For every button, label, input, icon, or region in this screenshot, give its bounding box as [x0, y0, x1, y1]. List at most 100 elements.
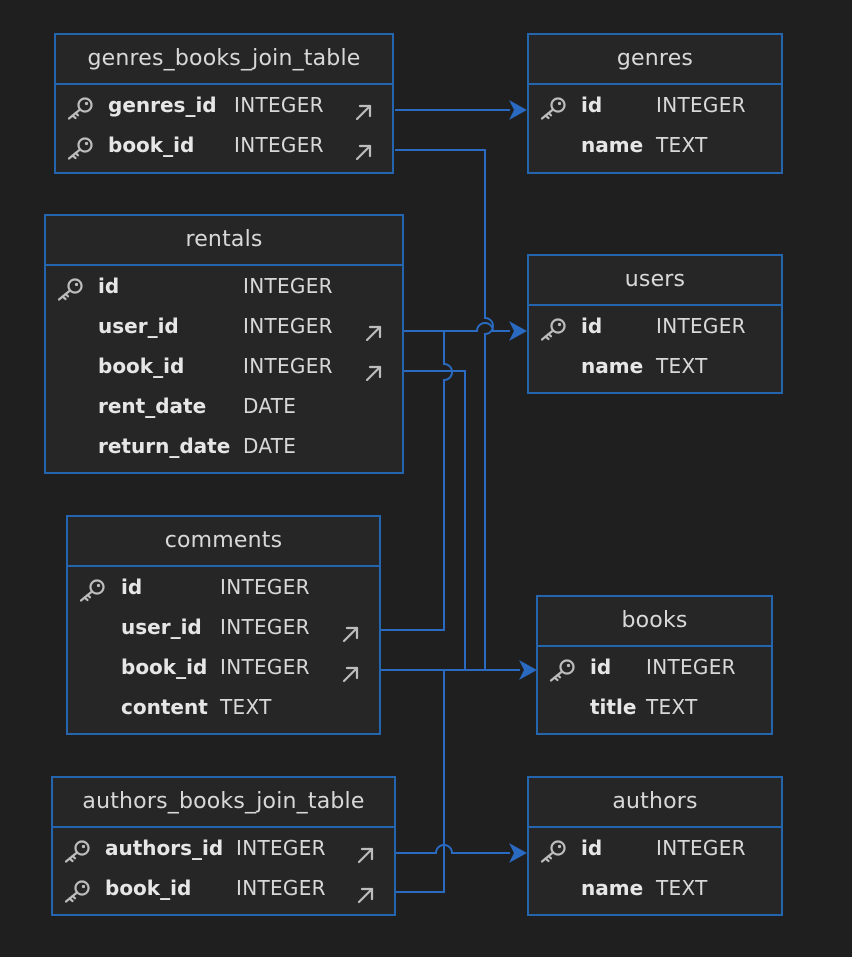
- column-row[interactable]: book_id INTEGER: [53, 868, 394, 908]
- key-icon: [62, 837, 92, 863]
- column-type: INTEGER: [656, 314, 746, 338]
- column-name: id: [121, 575, 143, 599]
- column-row[interactable]: id INTEGER: [46, 266, 402, 306]
- table-books[interactable]: books id INTEGER title TEXT: [536, 595, 773, 735]
- column-row[interactable]: id INTEGER: [529, 828, 781, 868]
- column-type: INTEGER: [243, 354, 333, 378]
- table-genres[interactable]: genres id INTEGER name TEXT: [527, 33, 783, 174]
- column-row[interactable]: return_date DATE: [46, 426, 402, 466]
- column-type: INTEGER: [646, 655, 736, 679]
- column-row[interactable]: book_id INTEGER: [46, 346, 402, 386]
- arrow-head: [509, 843, 527, 863]
- column-type: INTEGER: [234, 133, 324, 157]
- column-row[interactable]: user_id INTEGER: [46, 306, 402, 346]
- column-type: INTEGER: [243, 274, 333, 298]
- column-type: TEXT: [220, 695, 272, 719]
- relation-line: [381, 331, 453, 631]
- column-name: id: [581, 93, 603, 117]
- table-title: users: [529, 256, 781, 306]
- table-genres-books-join-table[interactable]: genres_books_join_table genres_id INTEGE…: [54, 33, 394, 174]
- column-name: id: [581, 836, 603, 860]
- arrow-head: [509, 100, 527, 120]
- column-name: book_id: [105, 876, 192, 900]
- column-name: authors_id: [105, 836, 224, 860]
- relation-line: [395, 149, 494, 670]
- column-type: TEXT: [656, 133, 708, 157]
- arrow-head: [509, 321, 527, 341]
- column-type: INTEGER: [234, 93, 324, 117]
- column-row[interactable]: book_id INTEGER: [56, 125, 392, 165]
- table-title: authors_books_join_table: [53, 778, 394, 828]
- column-row[interactable]: genres_id INTEGER: [56, 85, 392, 125]
- table-rentals[interactable]: rentals id INTEGER user_id INTEGER book_…: [44, 214, 404, 474]
- column-name: return_date: [98, 434, 231, 458]
- arrow-head: [519, 660, 537, 680]
- table-comments[interactable]: comments id INTEGER user_id INTEGER book…: [66, 515, 381, 735]
- column-row[interactable]: name TEXT: [529, 125, 781, 165]
- column-name: book_id: [98, 354, 185, 378]
- column-row[interactable]: id INTEGER: [529, 306, 781, 346]
- table-title: rentals: [46, 216, 402, 266]
- relation-line: [396, 670, 445, 893]
- key-icon: [62, 877, 92, 903]
- column-name: id: [98, 274, 120, 298]
- column-type: INTEGER: [220, 655, 310, 679]
- column-type: TEXT: [656, 354, 708, 378]
- column-row[interactable]: name TEXT: [529, 346, 781, 386]
- key-icon: [538, 94, 568, 120]
- relation-line: [404, 370, 466, 670]
- column-type: TEXT: [656, 876, 708, 900]
- key-icon: [538, 315, 568, 341]
- column-name: user_id: [98, 314, 179, 338]
- column-row[interactable]: book_id INTEGER: [68, 647, 379, 687]
- column-type: DATE: [243, 434, 297, 458]
- column-name: title: [590, 695, 637, 719]
- table-title: genres_books_join_table: [56, 35, 392, 85]
- column-name: book_id: [121, 655, 208, 679]
- arrow-up-right-icon: [364, 356, 384, 382]
- column-row[interactable]: id INTEGER: [529, 85, 781, 125]
- column-type: INTEGER: [220, 575, 310, 599]
- arrow-up-right-icon: [364, 316, 384, 342]
- relation-line: [404, 322, 510, 332]
- column-name: name: [581, 876, 644, 900]
- column-row[interactable]: content TEXT: [68, 687, 379, 727]
- column-type: INTEGER: [656, 836, 746, 860]
- column-type: INTEGER: [243, 314, 333, 338]
- column-name: book_id: [108, 133, 195, 157]
- column-row[interactable]: name TEXT: [529, 868, 781, 908]
- column-row[interactable]: rent_date DATE: [46, 386, 402, 426]
- column-row[interactable]: id INTEGER: [538, 647, 771, 687]
- table-users[interactable]: users id INTEGER name TEXT: [527, 254, 783, 394]
- key-icon: [547, 656, 577, 682]
- column-name: name: [581, 354, 644, 378]
- key-icon: [65, 94, 95, 120]
- table-authors[interactable]: authors id INTEGER name TEXT: [527, 776, 783, 916]
- table-title: genres: [529, 35, 781, 85]
- arrow-up-right-icon: [356, 878, 376, 904]
- arrow-up-right-icon: [354, 95, 374, 121]
- key-icon: [65, 134, 95, 160]
- table-authors-books-join-table[interactable]: authors_books_join_table authors_id INTE…: [51, 776, 396, 916]
- column-type: INTEGER: [220, 615, 310, 639]
- column-type: TEXT: [646, 695, 698, 719]
- arrow-up-right-icon: [354, 135, 374, 161]
- key-icon: [538, 837, 568, 863]
- column-row[interactable]: authors_id INTEGER: [53, 828, 394, 868]
- table-title: comments: [68, 517, 379, 567]
- table-title: books: [538, 597, 771, 647]
- table-title: authors: [529, 778, 781, 828]
- column-row[interactable]: user_id INTEGER: [68, 607, 379, 647]
- column-name: id: [581, 314, 603, 338]
- column-type: INTEGER: [236, 836, 326, 860]
- key-icon: [55, 275, 85, 301]
- column-type: DATE: [243, 394, 297, 418]
- column-row[interactable]: title TEXT: [538, 687, 771, 727]
- column-name: user_id: [121, 615, 202, 639]
- column-type: INTEGER: [236, 876, 326, 900]
- column-name: genres_id: [108, 93, 217, 117]
- column-row[interactable]: id INTEGER: [68, 567, 379, 607]
- key-icon: [77, 576, 107, 602]
- arrow-up-right-icon: [341, 617, 361, 643]
